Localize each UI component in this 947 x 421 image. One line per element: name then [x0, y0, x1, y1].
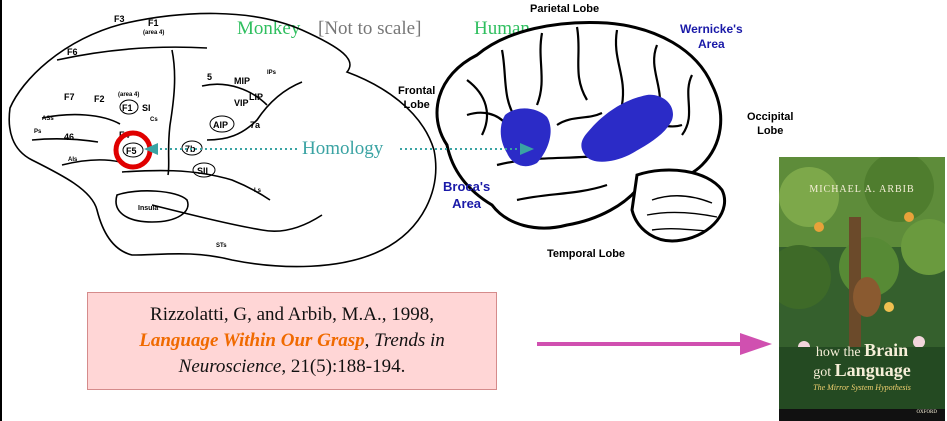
area-mip: MIP: [234, 76, 250, 86]
reference-box: Rizzolatti, G, and Arbib, M.A., 1998, La…: [87, 292, 497, 390]
book-cover-art: [779, 157, 945, 421]
area-f3: F3: [114, 14, 125, 24]
label-wernickes-area: Wernicke's Area: [680, 22, 743, 52]
area-lip: LIP: [249, 92, 263, 102]
label-parietal-lobe: Parietal Lobe: [530, 3, 599, 15]
area-aip: AIP: [213, 120, 228, 130]
area-4-top: (area 4): [143, 30, 164, 36]
human-brain-cerebellum: [632, 170, 725, 241]
area-7a: 7a: [250, 120, 261, 130]
label-frontal-lobe: Frontal Lobe: [398, 84, 435, 112]
sulcus-ips: IPs: [267, 70, 277, 76]
book-arrow: [537, 332, 777, 356]
area-f1-circle: F1: [122, 103, 133, 113]
reference-volume: , 21(5):188-194.: [281, 356, 405, 377]
book-title-how-the: how the: [816, 345, 861, 360]
sulcus-ass: ASs: [42, 116, 54, 122]
area-5: 5: [207, 72, 212, 82]
homology-arrow: [142, 140, 702, 160]
arcuate-sulcus-superior: [42, 115, 120, 124]
book-author: MICHAEL A. ARBIB: [779, 184, 945, 195]
area-insula: Insula: [138, 205, 158, 212]
homology-label: Homology: [302, 138, 383, 160]
area-f6: F6: [67, 47, 78, 57]
label-temporal-lobe: Temporal Lobe: [547, 248, 625, 260]
area-f1: F1: [148, 18, 159, 28]
sulcus-ls: Ls: [254, 188, 262, 194]
area-f7: F7: [64, 92, 75, 102]
sulcus-ps: Ps: [34, 129, 42, 135]
area-vip: VIP: [234, 98, 249, 108]
intraparietal-sulcus: [207, 82, 302, 140]
area-46: 46: [64, 132, 74, 142]
sulcus-cs: Cs: [150, 117, 158, 123]
sulcus-sts: STs: [216, 243, 227, 249]
area-sii: SII: [197, 166, 208, 176]
book-cover: MICHAEL A. ARBIB how the Brain got Langu…: [779, 157, 945, 421]
area-4-mid: (area 4): [118, 92, 139, 98]
reference-authors: Rizzolatti, G, and Arbib, M.A., 1998,: [150, 304, 434, 325]
book-subtitle: The Mirror System Hypothesis: [779, 383, 945, 392]
medial-line: [57, 47, 207, 60]
area-f2: F2: [94, 94, 105, 104]
label-occipital-lobe: Occipital Lobe: [747, 110, 793, 138]
sulcus-ais: AIs: [68, 157, 78, 163]
area-f5: F5: [126, 146, 137, 156]
book-title-brain: Brain: [864, 340, 908, 360]
book-title-got: got: [813, 365, 831, 380]
book-title-language: Language: [835, 360, 911, 380]
label-brocas-area: Broca's Area: [443, 178, 490, 212]
area-si: SI: [142, 103, 151, 113]
reference-title: Language Within Our Grasp: [139, 330, 364, 351]
reference-separator: ,: [365, 330, 375, 351]
book-publisher: OXFORD: [779, 410, 937, 415]
